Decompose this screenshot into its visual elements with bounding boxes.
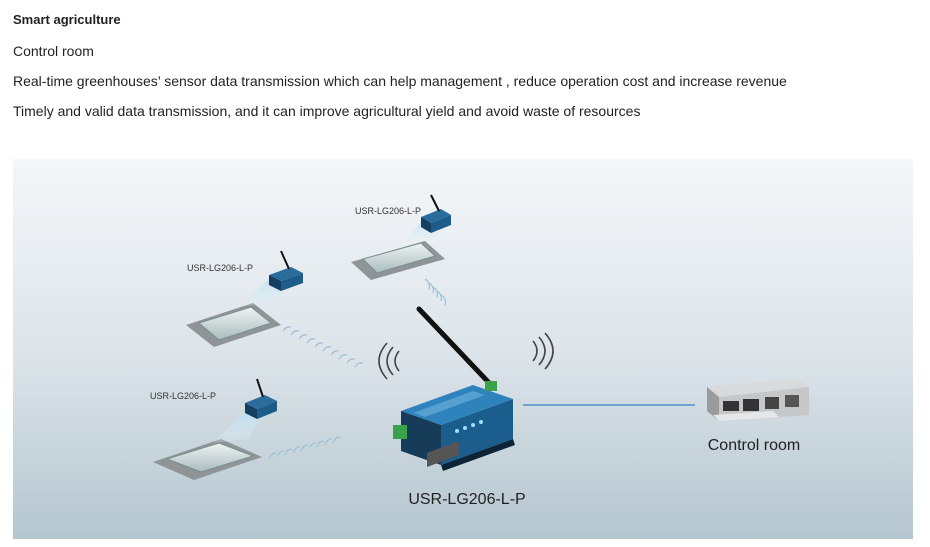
network-diagram: USR-LG206-L-P USR-LG206-L-P USR- [13,159,913,539]
antenna [416,306,496,390]
gateway-signal-left-icon [378,342,400,380]
description-line-2: Timely and valid data transmission, and … [13,103,641,119]
device-icon [421,194,451,233]
signal-waves-icon [268,436,341,460]
control-room-building-icon [707,379,809,421]
greenhouse-node-middle: USR-LG206-L-P [186,250,364,368]
terminal-block [485,381,497,391]
signal-waves-icon [424,278,447,306]
diagram-background [13,159,913,539]
greenhouse-node-bottom: USR-LG206-L-P [150,378,341,480]
node-label: USR-LG206-L-P [187,263,253,273]
greenhouse-node-top: USR-LG206-L-P [351,194,451,306]
description-line-1: Real-time greenhouses’ sensor data trans… [13,73,787,89]
gateway-signal-right-icon [532,332,554,370]
node-label: USR-LG206-L-P [355,206,421,216]
node-label: USR-LG206-L-P [150,391,216,401]
gateway-device [393,306,515,471]
terminal-block [393,425,407,439]
gateway-label: USR-LG206-L-P [408,491,525,508]
serial-port [427,441,459,467]
signal-waves-icon [282,326,364,368]
control-room-label: Control room [708,437,800,454]
section-title: Smart agriculture [13,12,121,27]
device-icon [245,378,277,419]
device-icon [269,250,303,291]
subheading-control-room: Control room [13,43,94,59]
